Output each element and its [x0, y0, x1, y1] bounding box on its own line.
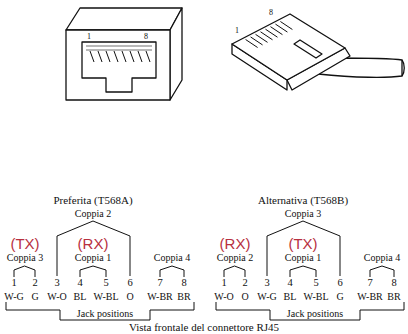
- pair-label: Coppia 4: [364, 252, 400, 263]
- jack-positions-label: Jack positions: [287, 308, 343, 319]
- pin-number: 6: [127, 277, 132, 289]
- wire-color-code: BL: [74, 291, 87, 302]
- plug-contacts: [246, 22, 293, 48]
- pin-number: 6: [337, 277, 342, 289]
- jack-contact: [114, 51, 118, 62]
- pair-brackets-t568a: [6, 221, 194, 320]
- wire-color-code: O: [241, 291, 248, 302]
- wire-color-code: G: [31, 291, 38, 302]
- wire-color-code: W-BL: [304, 291, 329, 302]
- plug-latch: [294, 40, 322, 58]
- pin-number: 8: [391, 277, 396, 289]
- jack-front-face: [66, 30, 170, 100]
- wire-color-code: G: [336, 291, 343, 302]
- cable-end: [402, 60, 404, 76]
- wire-color-code: W-G: [4, 291, 23, 302]
- pair-brackets-t568b: [216, 221, 404, 320]
- wire-color-code: W-O: [214, 291, 233, 302]
- pin-number: 1: [87, 33, 91, 42]
- pair-label: Coppia 3: [285, 208, 321, 219]
- jack-contacts: [90, 51, 150, 62]
- jack-contact: [90, 51, 94, 62]
- pin-number: 2: [32, 277, 37, 289]
- signal-label: (RX): [78, 236, 109, 253]
- jack-inner-edge: [86, 46, 152, 50]
- wire-color-code: W-BR: [357, 291, 383, 302]
- pair-label: Coppia 2: [217, 252, 253, 263]
- pin-number: 4: [77, 277, 82, 289]
- pin-number: 3: [54, 277, 59, 289]
- jack-positions-label: Jack positions: [77, 308, 133, 319]
- pin-number: 1: [235, 27, 239, 36]
- rj45-plug: [232, 14, 404, 90]
- pin-number: 4: [287, 277, 292, 289]
- pin-number: 8: [269, 9, 273, 18]
- signal-label: (TX): [288, 236, 317, 253]
- wire-color-code: W-BR: [147, 291, 173, 302]
- pin-number: 3: [264, 277, 269, 289]
- pair-label: Coppia 1: [75, 252, 111, 263]
- pin-number: 7: [367, 277, 372, 289]
- pin-number: 1: [11, 277, 16, 289]
- pin-number: 1: [221, 277, 226, 289]
- pin-number: 5: [103, 277, 108, 289]
- wire-color-code: BR: [177, 291, 190, 302]
- wire-color-code: W-O: [47, 291, 66, 302]
- pin-number: 7: [157, 277, 162, 289]
- wire-color-code: W-BL: [94, 291, 119, 302]
- pin-number: 8: [144, 33, 148, 42]
- plug-contact: [280, 22, 292, 30]
- wire-color-code: BR: [387, 291, 400, 302]
- pair-label: Coppia 1: [285, 252, 321, 263]
- pair-label: Coppia 3: [7, 252, 43, 263]
- standard-title: Preferita (T568A): [53, 194, 132, 206]
- wire-color-code: O: [126, 291, 133, 302]
- signal-label: (RX): [220, 236, 251, 253]
- pin-number: 2: [242, 277, 247, 289]
- wire-color-code: W-G: [257, 291, 276, 302]
- jack-side-face: [170, 8, 182, 100]
- standard-title: Alternativa (T568B): [258, 194, 348, 206]
- pin-number: 5: [313, 277, 318, 289]
- jack-contact: [98, 51, 102, 62]
- jack-contact: [138, 51, 142, 62]
- pin-number: 8: [181, 277, 186, 289]
- pair-label: Coppia 2: [75, 208, 111, 219]
- pair-label: Coppia 4: [154, 252, 190, 263]
- wire-color-code: BL: [284, 291, 297, 302]
- jack-opening: [82, 42, 156, 92]
- plug-top-face: [232, 14, 345, 80]
- jack-contact: [106, 51, 110, 62]
- rj45-jack: [66, 8, 182, 100]
- jack-contact: [122, 51, 126, 62]
- jack-contact: [146, 51, 150, 62]
- signal-label: (TX): [10, 236, 39, 253]
- jack-contact: [130, 51, 134, 62]
- jack-top-face: [66, 8, 182, 30]
- figure-caption: Vista frontale del connettore RJ45: [129, 321, 279, 333]
